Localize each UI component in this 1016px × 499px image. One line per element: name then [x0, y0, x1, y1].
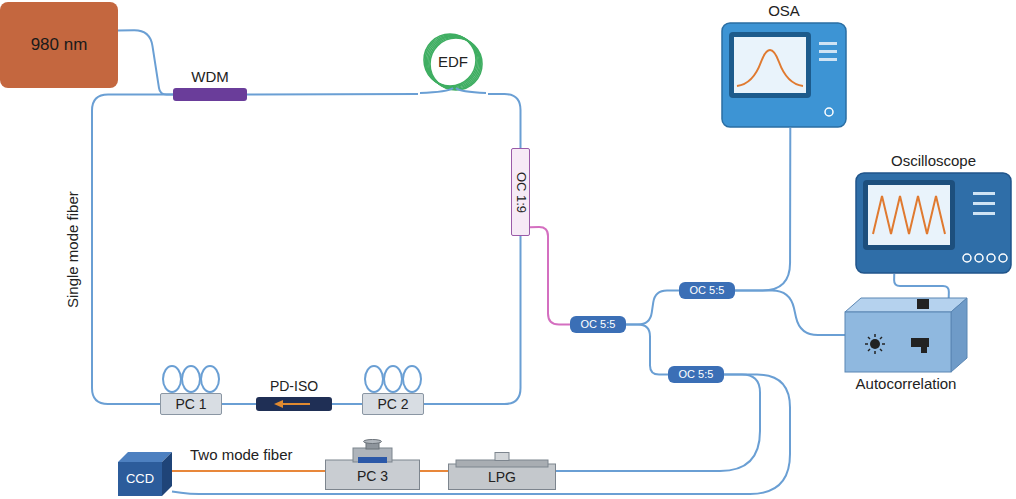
node-shape: [855, 172, 1012, 274]
node-label: OC 5:5: [690, 284, 725, 297]
output-coupler: OC 1:9: [511, 148, 530, 236]
node-label: LPG: [488, 469, 516, 485]
node-label: OSA: [768, 2, 800, 19]
node-label: CCD: [126, 472, 154, 487]
node-label: OC 1:9: [513, 171, 528, 212]
oscilloscope: Oscilloscope: [855, 172, 1012, 274]
node-label: PC 1: [175, 396, 206, 412]
node-label: OC 5:5: [581, 318, 616, 331]
fiber-link: [222, 404, 256, 405]
node-label: 980 nm: [31, 35, 88, 55]
fiber-link: [118, 30, 173, 94]
node-shape: [256, 397, 332, 411]
polarization-controller: PC 1: [160, 393, 222, 415]
fiber-link: [424, 236, 521, 404]
fiber-link: [735, 291, 845, 336]
node-shape: [845, 298, 967, 372]
node-label: Autocorrelation: [856, 375, 957, 392]
fiber-link: [894, 274, 949, 298]
node-label: WDM: [191, 68, 229, 85]
polarization-controller: PC 2: [362, 393, 424, 415]
fiber-link: [92, 95, 173, 405]
fiber-link: [626, 291, 679, 325]
fiber-link: [488, 94, 521, 148]
spectrum-analyzer: OSA: [721, 22, 847, 128]
coupler: OC 5:5: [679, 282, 735, 299]
node-label: EDF: [438, 53, 468, 70]
coupler: OC 5:5: [668, 366, 724, 383]
polarization-controller: PC 3: [325, 440, 420, 490]
autocorrelator: Autocorrelation: [845, 298, 967, 372]
wdm-coupler: WDM: [173, 88, 247, 101]
node-label: PD-ISO: [270, 378, 318, 394]
pump-laser: 980 nm: [0, 2, 118, 88]
coupler: OC 5:5: [570, 316, 626, 333]
fiber-label: Two mode fiber: [190, 446, 293, 463]
node-label: PC 2: [377, 396, 408, 412]
fiber-link: [556, 375, 760, 472]
fiber-link: [172, 375, 790, 495]
erbium-fiber-coil: EDF: [418, 26, 488, 94]
fiber-link: [332, 404, 362, 405]
node-label: PC 3: [357, 468, 388, 484]
node-label: OC 5:5: [679, 368, 714, 381]
fiber-label: Single mode fiber: [63, 192, 80, 309]
fiber-link: [735, 128, 790, 291]
fiber-link: [530, 227, 570, 324]
node-label: Oscilloscope: [891, 152, 976, 169]
isolator: PD-ISO: [256, 397, 332, 411]
fiber-link: [420, 471, 448, 472]
fiber-link: [172, 470, 325, 471]
fiber-link: [247, 94, 418, 96]
node-shape: [721, 22, 847, 128]
fiber-link: [626, 325, 668, 375]
long-period-grating: LPG: [448, 452, 556, 490]
ccd-camera: CCD: [118, 452, 172, 496]
